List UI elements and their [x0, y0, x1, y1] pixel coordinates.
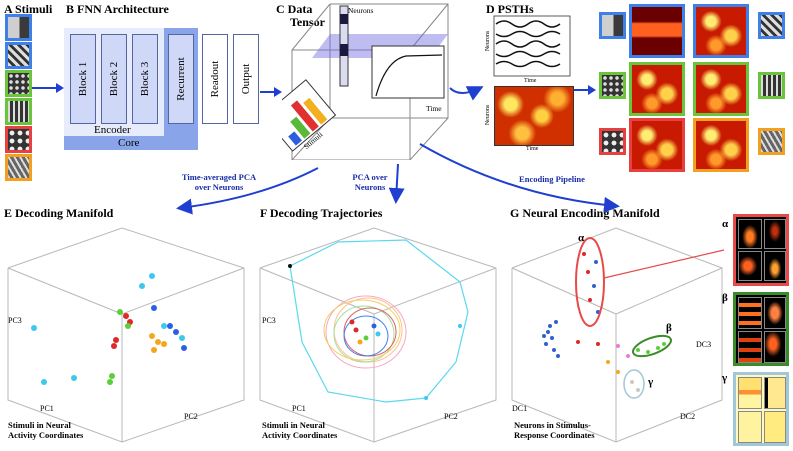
block-1: Block 1 [70, 34, 96, 124]
heatmap-green-2 [693, 62, 749, 116]
recurrent-block: Recurrent [168, 34, 194, 124]
f-pc1-label: PC1 [292, 404, 306, 413]
heatmap-orange-2 [693, 118, 749, 172]
decoding-trajectories-plot [259, 227, 497, 443]
stimulus-tile-grating [5, 42, 32, 69]
panel-g-title: G Neural Encoding Manifold [510, 206, 660, 220]
tensor-neurons-axis: Neurons [348, 6, 374, 15]
cluster-beta-label: β [722, 292, 728, 304]
heatmap-stim-dots [599, 72, 626, 99]
g-gamma-label: γ [648, 376, 654, 388]
heatmap-stim-dashes [758, 72, 785, 99]
g-dc3-label: DC3 [696, 340, 712, 349]
decoding-manifold-plot [7, 227, 245, 443]
stimulus-tile-dashes [5, 98, 32, 125]
e-pc2-label: PC2 [184, 412, 198, 421]
heatmap-stim-bar [599, 12, 626, 39]
heatmap-red-1 [629, 118, 685, 172]
g-alpha-label: α [578, 232, 585, 244]
f-pc2-label: PC2 [444, 412, 458, 421]
psth-neurons-axis: Neurons [485, 30, 492, 52]
stimulus-tile-bar [5, 14, 32, 41]
arrow-d-to-heatmaps [574, 85, 596, 95]
block-3: Block 3 [132, 34, 158, 124]
panel-b-title: B FNN Architecture [66, 2, 169, 16]
arrow-a-to-b [32, 83, 64, 93]
cluster-gamma-patches [733, 372, 789, 446]
g-dc2-label: DC2 [680, 412, 696, 421]
cluster-gamma-label: γ [722, 372, 728, 384]
stimulus-tile-dots-large [5, 126, 32, 153]
arrow-b-to-c [260, 87, 282, 97]
psth-heatmap-time-axis: Time [526, 146, 539, 152]
psth-traces [493, 15, 571, 77]
psth-time-axis: Time [524, 78, 537, 84]
e-pc1-label: PC1 [40, 404, 54, 413]
cluster-alpha-label: α [722, 218, 729, 230]
panel-d-title: D PSTHs [486, 2, 534, 16]
readout-block: Readout [202, 34, 228, 124]
panel-c-title-2: Tensor [290, 15, 325, 29]
core-label: Core [118, 137, 140, 149]
heatmap-stim-slanted [758, 128, 785, 155]
heatmap-stim-grating [758, 12, 785, 39]
cluster-alpha-patches [733, 214, 789, 286]
cluster-beta-patches [733, 292, 789, 366]
f-pc3-label: PC3 [262, 316, 276, 325]
stimulus-tile-dots-dark [5, 70, 32, 97]
block-2: Block 2 [101, 34, 127, 124]
panel-f-title: F Decoding Trajectories [260, 206, 383, 220]
pipeline-arrows [176, 86, 620, 215]
panel-c-title-1: C Data [276, 2, 313, 16]
heatmap-green-1 [629, 62, 685, 116]
e-pc3-label: PC3 [8, 316, 22, 325]
heatmap-blue-1 [629, 4, 685, 58]
panel-e-title: E Decoding Manifold [4, 206, 114, 220]
g-caption: Neurons in Stimulus-Response Coordinates [514, 420, 595, 440]
g-beta-label: β [666, 322, 672, 334]
psth-heatmap [494, 86, 574, 146]
stimulus-tile-slanted [5, 154, 32, 181]
heatmap-stim-dots-large [599, 128, 626, 155]
encoding-manifold-plot [511, 227, 725, 443]
tensor-time-axis: Time [426, 104, 442, 113]
manifold-points [31, 273, 187, 385]
output-block: Output [233, 34, 259, 124]
panel-a-title: A Stimuli [4, 2, 53, 16]
g-dc1-label: DC1 [512, 404, 528, 413]
encoder-label: Encoder [94, 124, 131, 136]
data-tensor-cube [282, 3, 449, 160]
heatmap-blue-2 [693, 4, 749, 58]
encoding-pipeline-label: Encoding Pipeline [519, 174, 585, 184]
